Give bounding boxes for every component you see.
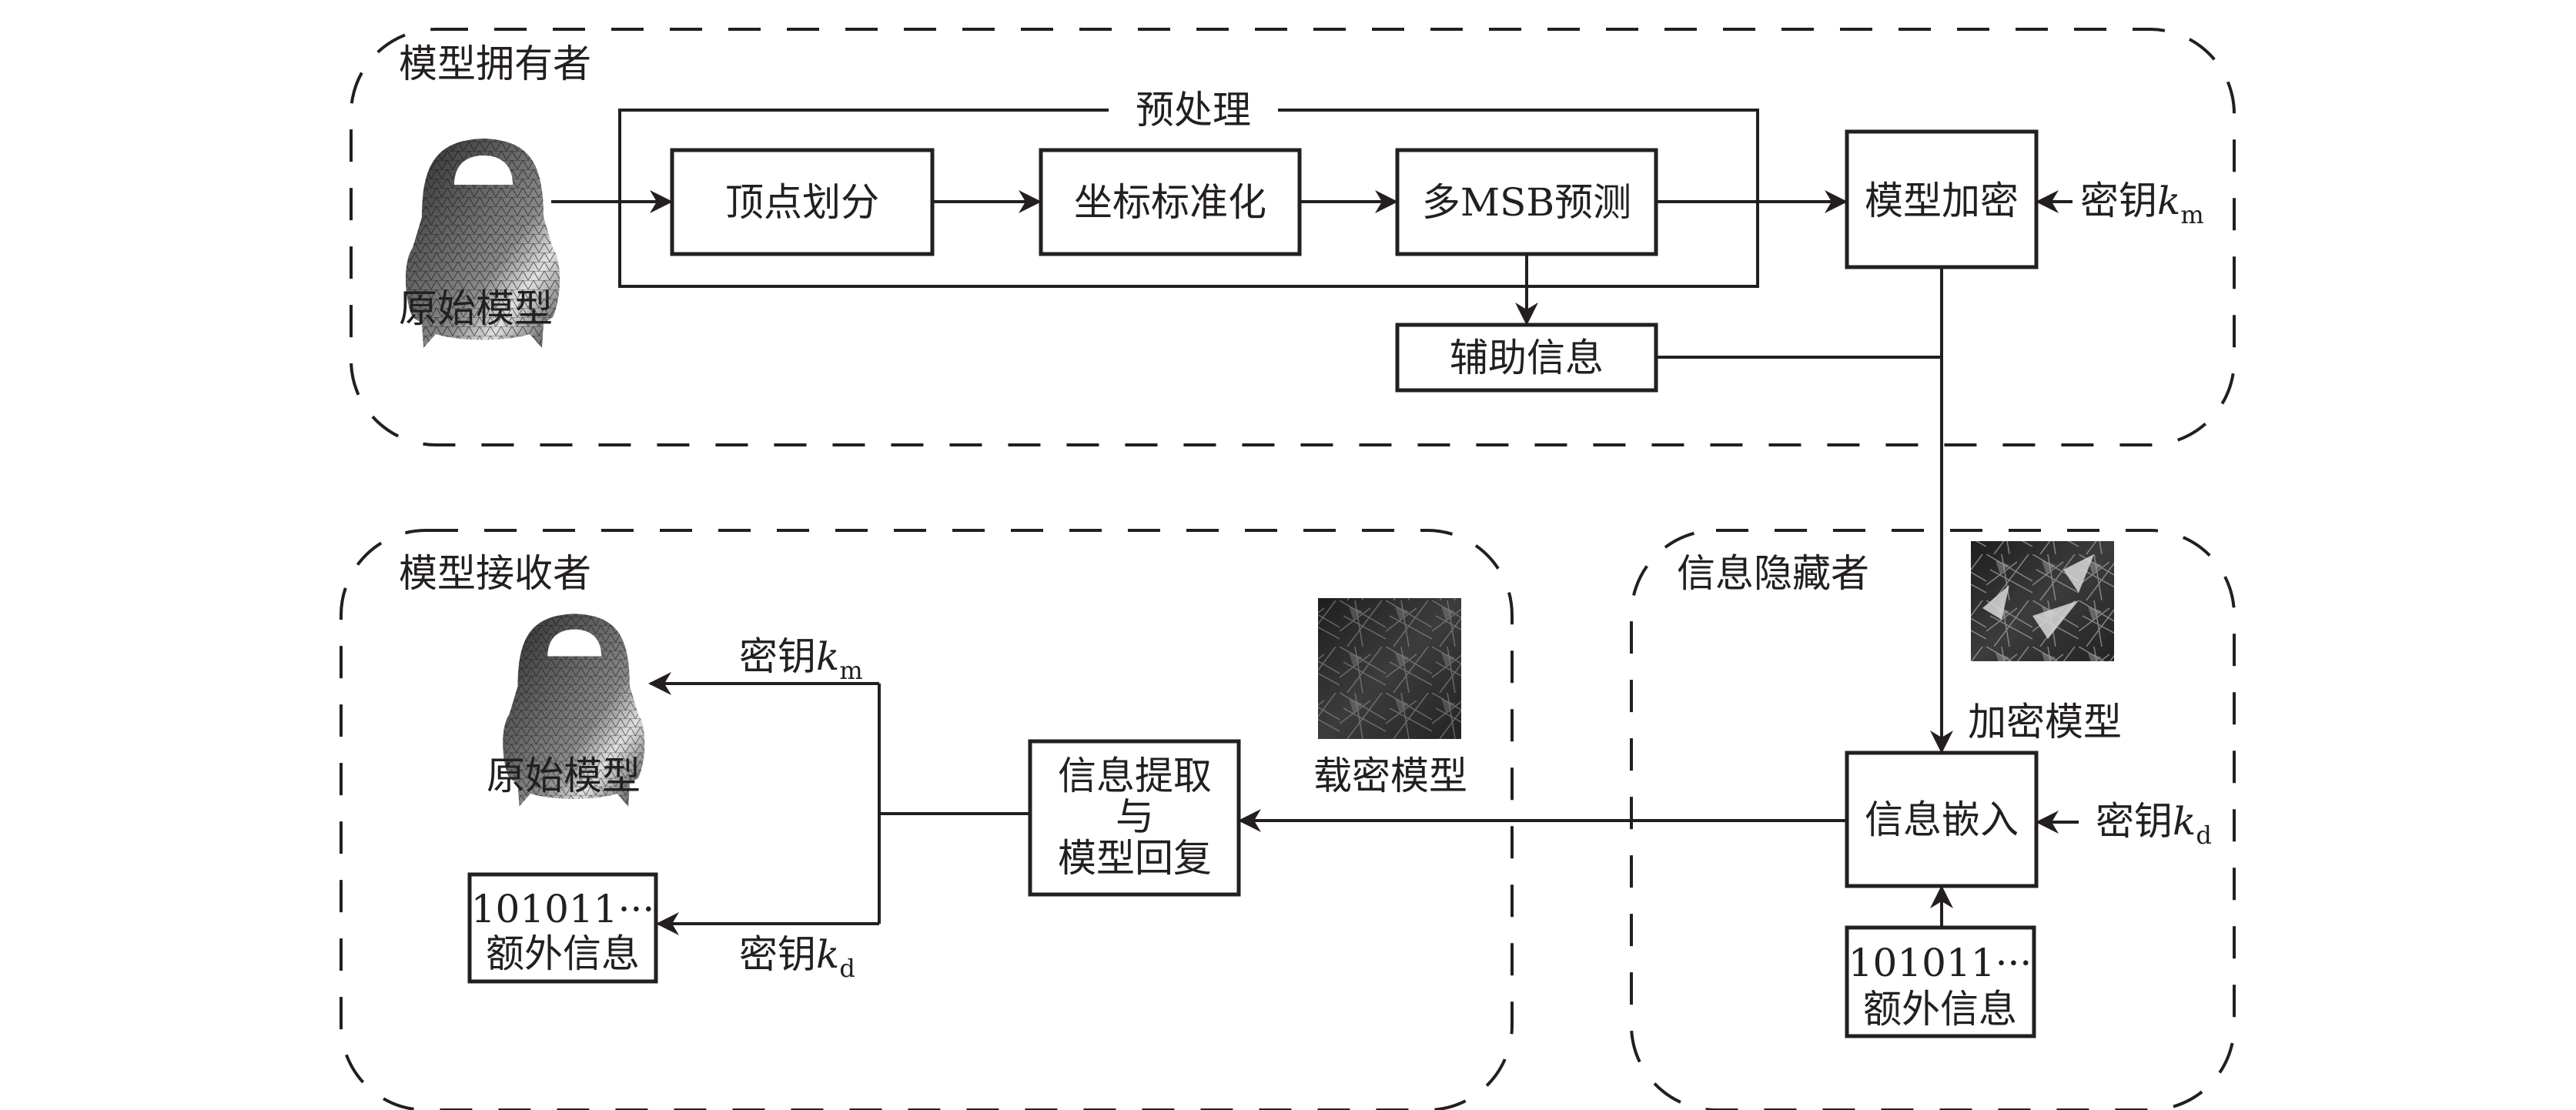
marked-model-label: 载密模型 — [1313, 754, 1467, 798]
key-m-owner-prefix: 密钥 — [2080, 179, 2157, 223]
receiver-extra-info-box[interactable]: 101011··· 额外信息 — [467, 872, 658, 984]
step-coordinate-normalize-label: 坐标标准化 — [1074, 180, 1266, 225]
aux-info-box[interactable]: 辅助信息 — [1395, 323, 1658, 393]
receiver-region-title: 模型接收者 — [399, 551, 591, 596]
step-msb-prediction-label: 多MSB预测 — [1422, 180, 1631, 225]
step-msb-prediction[interactable]: 多MSB预测 — [1395, 148, 1658, 256]
original-model-label: 原始模型 — [399, 286, 553, 331]
key-d-receiver-var: k — [816, 932, 839, 977]
aux-info-label: 辅助信息 — [1450, 336, 1604, 380]
model-encryption-box[interactable]: 模型加密 — [1845, 129, 2039, 269]
extract-recover-line2: 与 — [1116, 794, 1154, 839]
key-d-hider-sub: d — [2196, 821, 2211, 850]
key-d-hider-prefix: 密钥 — [2096, 799, 2173, 844]
key-m-receiver: 密钥km — [739, 634, 863, 685]
hider-extra-bits: 101011··· — [1848, 941, 2032, 985]
extract-recover-line1: 信息提取 — [1058, 754, 1212, 798]
receiver-region: 模型接收者 载密模型 信息提取 与 模型回复 密钥km 密钥kd 原始模型 10… — [340, 529, 1514, 1110]
key-m-receiver-sub: m — [839, 656, 862, 685]
step-vertex-partition[interactable]: 顶点划分 — [670, 148, 935, 256]
encrypted-model-label: 加密模型 — [1968, 700, 2122, 744]
info-embed-label: 信息嵌入 — [1865, 797, 2019, 842]
key-m-receiver-var: k — [816, 634, 839, 679]
hider-extra-label: 额外信息 — [1863, 987, 2017, 1031]
receiver-extra-bits: 101011··· — [471, 887, 655, 931]
key-m-owner-var: k — [2157, 179, 2180, 223]
hider-extra-info-box[interactable]: 101011··· 额外信息 — [1845, 925, 2036, 1038]
owner-region: 模型拥有者 原始模型 预处理 顶点划分 坐标标准化 多MSB预测 — [350, 28, 2236, 446]
key-m-owner: 密钥km — [2080, 179, 2204, 229]
key-d-hider: 密钥kd — [2096, 799, 2212, 850]
marked-model-icon — [1318, 598, 1461, 739]
hider-region: 信息隐藏者 加密模型 信息嵌入 密钥kd 101011··· 额外信息 — [1630, 529, 2236, 1110]
extract-recover-box[interactable]: 信息提取 与 模型回复 — [1028, 739, 1241, 897]
preprocessing-title: 预处理 — [1136, 88, 1251, 132]
key-d-receiver-prefix: 密钥 — [739, 932, 816, 977]
encrypted-model-icon — [1971, 541, 2114, 661]
key-m-owner-sub: m — [2180, 200, 2203, 229]
hider-region-title: 信息隐藏者 — [1677, 551, 1869, 596]
model-encryption-label: 模型加密 — [1865, 179, 2019, 223]
step-vertex-partition-label: 顶点划分 — [725, 180, 879, 225]
recovered-model-icon — [503, 614, 645, 807]
key-m-receiver-prefix: 密钥 — [739, 634, 816, 679]
step-coordinate-normalize[interactable]: 坐标标准化 — [1039, 148, 1302, 256]
owner-region-title: 模型拥有者 — [399, 42, 591, 86]
receiver-extra-label: 额外信息 — [486, 931, 640, 976]
original-model-icon — [405, 139, 560, 348]
key-d-receiver-sub: d — [839, 954, 855, 983]
preprocessing-group-border — [618, 109, 1759, 288]
extract-recover-line3: 模型回复 — [1058, 836, 1212, 881]
recovered-model-label: 原始模型 — [487, 754, 641, 798]
info-embed-box[interactable]: 信息嵌入 — [1845, 751, 2039, 888]
key-d-hider-var: k — [2173, 799, 2196, 844]
key-d-receiver: 密钥kd — [739, 932, 855, 983]
